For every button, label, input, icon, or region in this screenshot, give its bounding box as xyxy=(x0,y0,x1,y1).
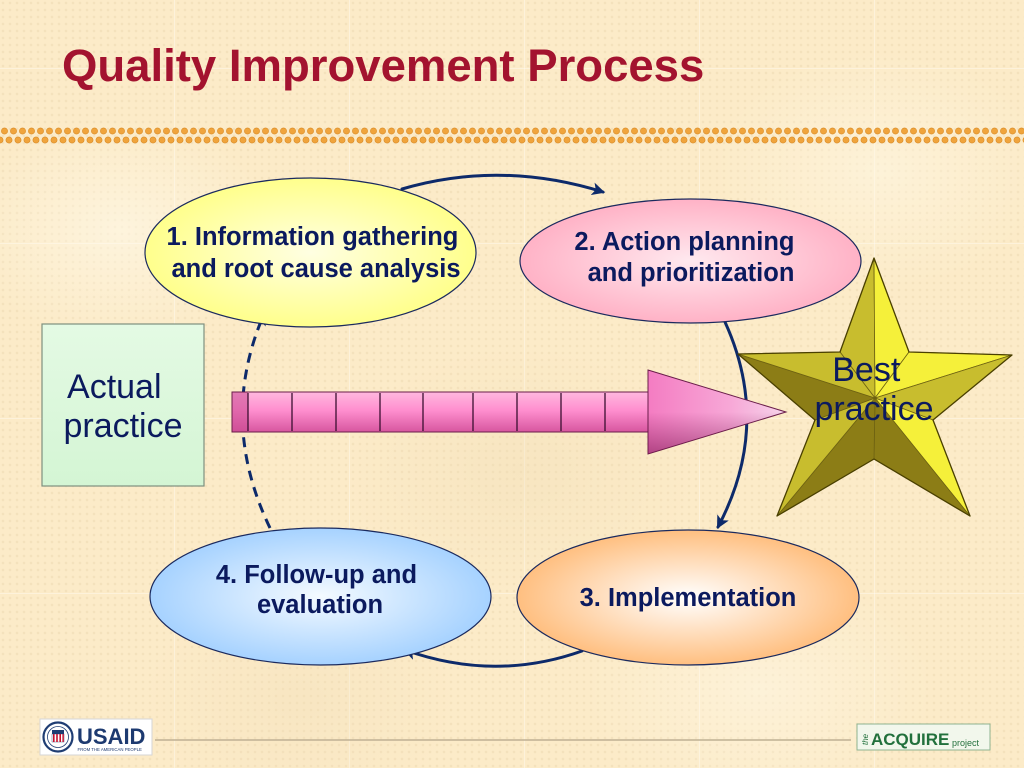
progress-arrow-shaft xyxy=(231,391,650,433)
step-2-label: 2. Action planning and prioritization xyxy=(574,228,801,287)
step-3-ellipse xyxy=(516,529,860,666)
step-2-label-line-1: 2. Action planning xyxy=(574,228,794,256)
step-4-label: 4. Follow-up and evaluation xyxy=(216,561,424,619)
step-4-ellipse xyxy=(149,527,492,666)
best-practice-label: Best practice xyxy=(814,351,933,428)
step-4-label-line-2: evaluation xyxy=(257,591,383,619)
usaid-wordmark: USAID xyxy=(77,724,145,749)
dotted-divider xyxy=(0,126,1024,144)
connector-step2-to-step3 xyxy=(716,320,749,529)
actual-practice-rect xyxy=(41,323,205,487)
progress-arrow xyxy=(231,369,788,455)
connector-step1-to-step2 xyxy=(400,173,606,195)
acquire-logo-suffix: project xyxy=(952,738,980,748)
star-outline xyxy=(737,257,1013,517)
usaid-logo: USAID FROM THE AMERICAN PEOPLE xyxy=(39,718,153,756)
actual-practice-box: Actual practice xyxy=(41,323,205,487)
slide-title: Quality Improvement Process xyxy=(62,40,704,91)
step-4-label-line-1: 4. Follow-up and xyxy=(216,561,417,589)
step-2-ellipse xyxy=(519,198,862,324)
step-3-label: 3. Implementation xyxy=(580,584,797,612)
actual-practice-line-2: practice xyxy=(63,407,182,445)
best-practice-line-2: practice xyxy=(814,390,933,428)
step-1-label-line-2: and root cause analysis xyxy=(171,255,460,283)
best-practice-line-1: Best xyxy=(832,351,901,389)
acquire-project-logo: the ACQUIRE project xyxy=(856,723,991,751)
progress-arrow-segments xyxy=(247,393,606,431)
connector-step3-to-step4 xyxy=(402,647,584,668)
step-1-label-line-1: 1. Information gathering xyxy=(167,223,459,251)
acquire-logo-name: ACQUIRE xyxy=(871,730,949,749)
usaid-tagline: FROM THE AMERICAN PEOPLE xyxy=(78,747,143,752)
progress-arrow-head-shade xyxy=(648,412,786,454)
step-3-label-line-1: 3. Implementation xyxy=(580,584,797,612)
actual-practice-line-1: Actual xyxy=(67,368,162,406)
usaid-seal-icon xyxy=(42,721,74,753)
best-practice-star-icon xyxy=(737,257,1013,517)
acquire-logo-prefix: the xyxy=(861,733,870,745)
step-2-label-line-2: and prioritization xyxy=(588,259,795,287)
step-1-label: 1. Information gathering and root cause … xyxy=(167,223,466,283)
process-steps: 1. Information gathering and root cause … xyxy=(144,177,862,666)
acquire-logo-background xyxy=(856,723,991,751)
actual-practice-label: Actual practice xyxy=(63,368,182,445)
progress-arrow-tail-shade xyxy=(232,392,248,432)
step-1-ellipse xyxy=(144,177,477,328)
